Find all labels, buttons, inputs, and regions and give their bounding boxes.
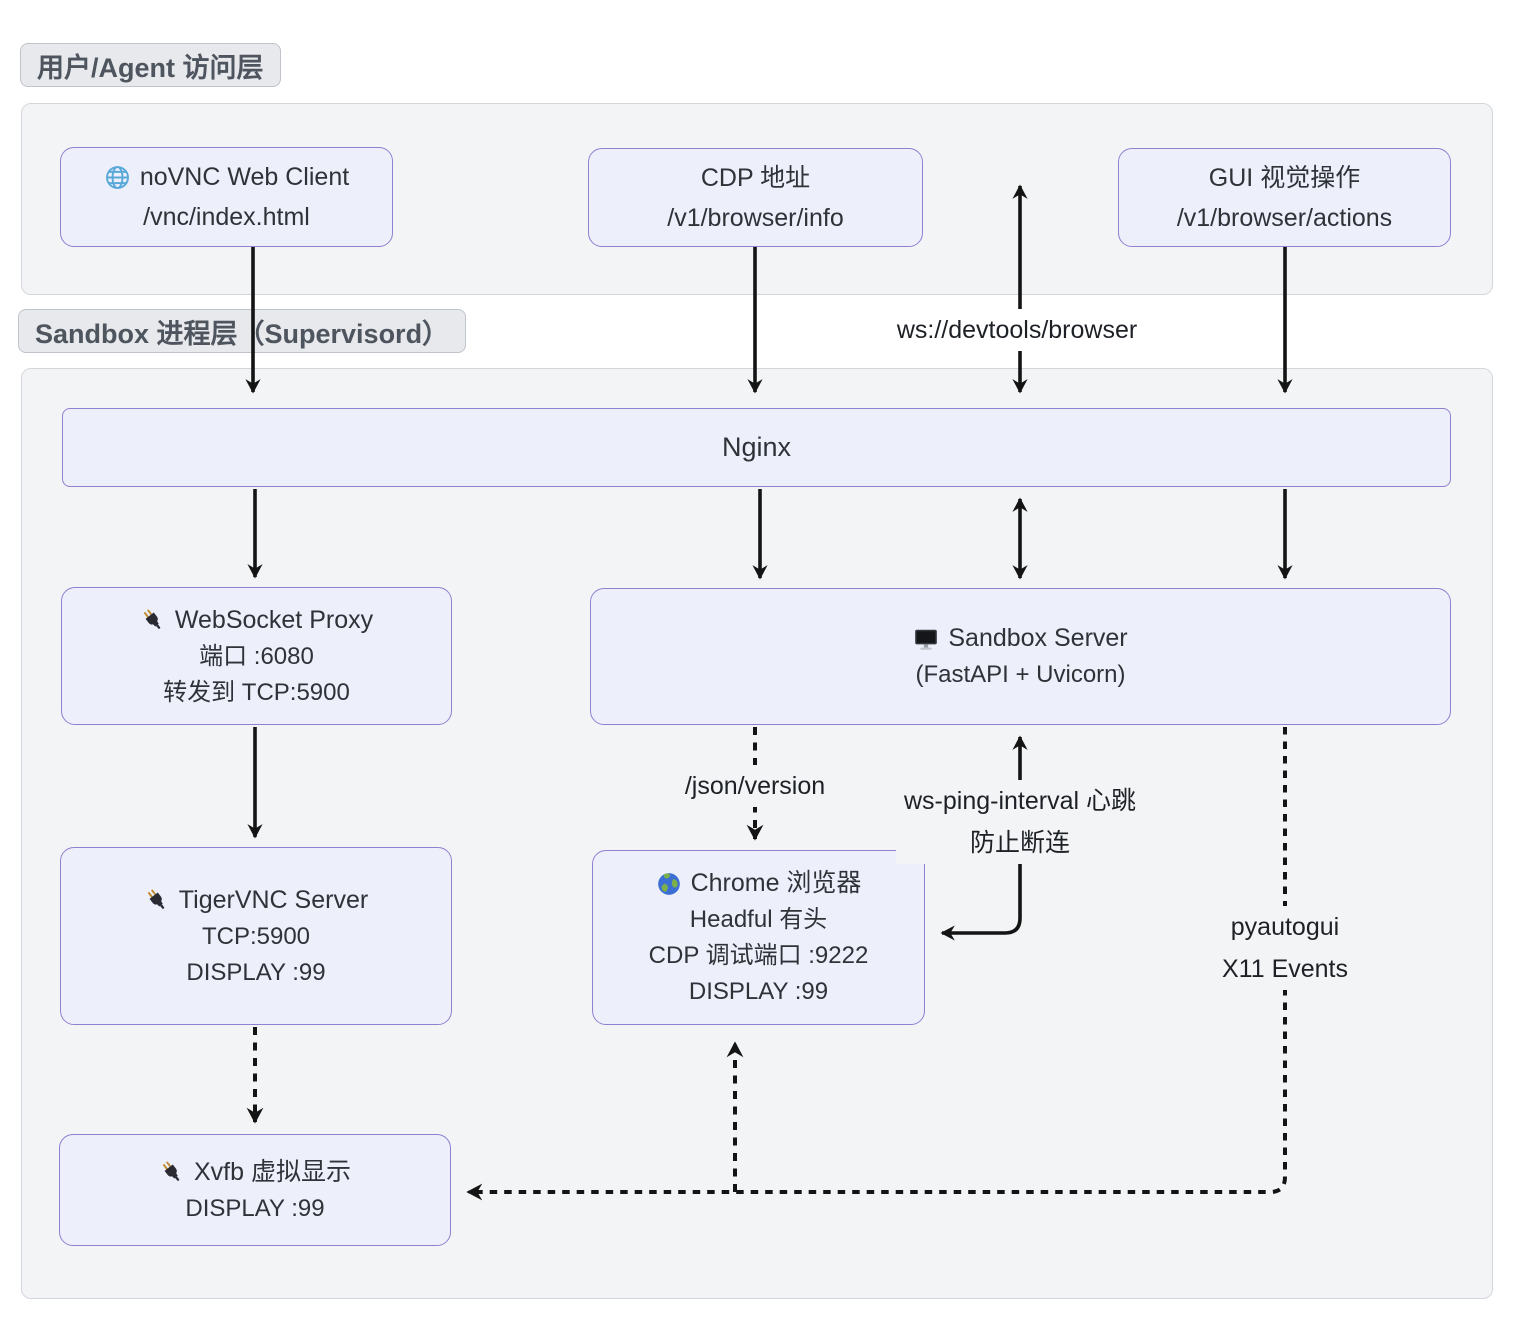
node-nginx: Nginx <box>62 408 1451 487</box>
node-line: DISPLAY :99 <box>185 1194 325 1222</box>
plug-icon <box>159 1159 185 1185</box>
node-line: 端口 :6080 <box>199 642 314 670</box>
node-title: Sandbox Server <box>948 624 1128 652</box>
layer-access-label: 用户/Agent 访问层 <box>37 52 264 83</box>
edge-sandbox-xvfb-pyautogui <box>466 727 1287 1201</box>
edge-label-line: 防止断连 <box>969 829 1071 857</box>
node-line: DISPLAY :99 <box>688 978 829 1005</box>
node-tigervnc-server: TigerVNC Server TCP:5900 DISPLAY :99 <box>60 847 452 1025</box>
node-line: CDP 调试端口 :9222 <box>648 942 869 969</box>
node-line: Headful 有头 <box>689 906 828 933</box>
plug-icon <box>140 607 166 633</box>
node-websocket-proxy: WebSocket Proxy 端口 :6080 转发到 TCP:5900 <box>61 587 452 725</box>
earth-icon <box>656 871 682 897</box>
edge-label-line: X11 Events <box>1221 955 1349 983</box>
node-cdp-address: CDP 地址 /v1/browser/info <box>588 148 923 247</box>
node-title: WebSocket Proxy <box>174 605 374 634</box>
edge-label-pyautogui: pyautogui X11 Events <box>1213 906 1357 990</box>
desktop-icon <box>913 626 939 652</box>
node-novnc: noVNC Web Client /vnc/index.html <box>60 147 393 247</box>
layer-sandbox-chip: Sandbox 进程层（Supervisord） <box>18 309 467 353</box>
node-chrome-browser: Chrome 浏览器 Headful 有头 CDP 调试端口 :9222 DIS… <box>592 850 925 1025</box>
edge-chrome-sandbox-ping <box>940 735 1028 941</box>
node-line: 转发到 TCP:5900 <box>163 678 350 706</box>
node-gui-actions: GUI 视觉操作 /v1/browser/actions <box>1118 148 1451 247</box>
edge-label-ws-devtools: ws://devtools/browser <box>888 309 1146 351</box>
node-title: TigerVNC Server <box>178 885 369 914</box>
edge-label-line: ws-ping-interval 心跳 <box>903 787 1137 815</box>
node-line: /v1/browser/actions <box>1176 203 1393 232</box>
node-sandbox-server: Sandbox Server (FastAPI + Uvicorn) <box>590 588 1451 725</box>
edge-label-line: pyautogui <box>1230 913 1340 941</box>
node-xvfb: Xvfb 虚拟显示 DISPLAY :99 <box>59 1134 451 1246</box>
plug-icon <box>144 887 170 913</box>
node-title: noVNC Web Client <box>139 163 350 191</box>
layer-sandbox-label: Sandbox 进程层（Supervisord） <box>35 318 450 349</box>
node-line: /v1/browser/info <box>667 203 844 232</box>
layer-access-chip: 用户/Agent 访问层 <box>20 43 281 87</box>
node-title: Xvfb 虚拟显示 <box>194 1157 351 1186</box>
node-title: Nginx <box>721 432 792 462</box>
node-line: (FastAPI + Uvicorn) <box>915 661 1126 688</box>
node-title: CDP 地址 <box>700 163 811 192</box>
edge-label-json-version: /json/version <box>676 765 834 807</box>
node-line: DISPLAY :99 <box>186 958 326 986</box>
globe-icon <box>104 164 131 191</box>
node-line: /vnc/index.html <box>143 203 310 231</box>
node-title: GUI 视觉操作 <box>1208 163 1361 192</box>
node-title: Chrome 浏览器 <box>690 869 862 897</box>
node-line: TCP:5900 <box>201 922 311 950</box>
edge-label-ws-ping: ws-ping-interval 心跳 防止断连 <box>895 780 1145 864</box>
